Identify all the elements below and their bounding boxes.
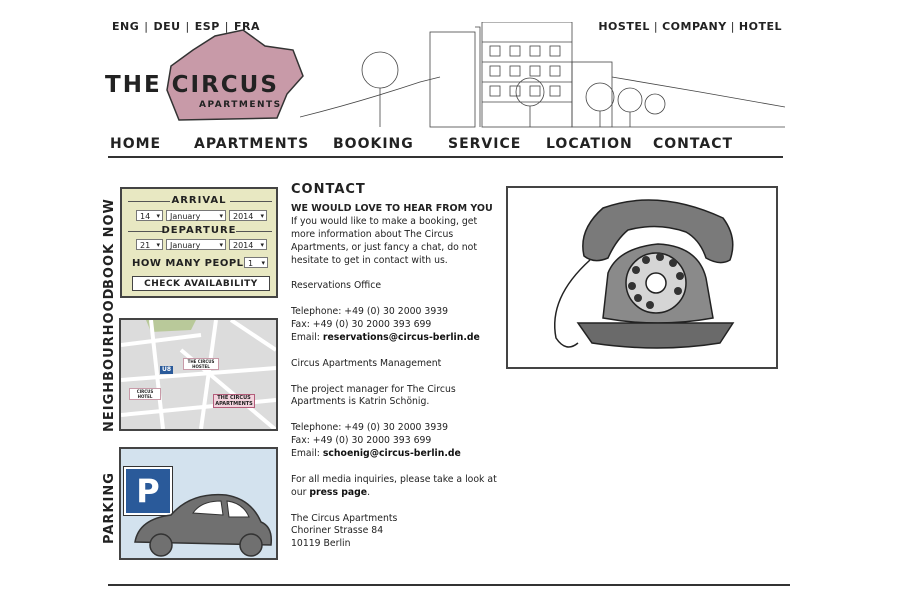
nav-contact[interactable]: CONTACT (653, 136, 734, 152)
car-icon (134, 493, 273, 557)
site-link-hotel[interactable]: HOTEL (738, 20, 782, 33)
media-text-end: . (367, 486, 371, 498)
arrival-month-select[interactable]: January (166, 210, 226, 222)
telephone-illustration (506, 186, 778, 369)
lang-eng[interactable]: ENG (112, 20, 140, 33)
contact-intro: If you would like to make a booking, get… (291, 215, 478, 266)
telephone-icon (554, 199, 735, 349)
map-label-hotel: CIRCUS HOTEL (129, 388, 161, 400)
footer-divider (108, 584, 790, 586)
nav-home[interactable]: HOME (110, 136, 162, 152)
management-email-line: Email: schoenig@circus-berlin.de (291, 448, 501, 461)
logo-apartments: APARTMENTS (199, 100, 282, 110)
press-page-link[interactable]: press page (309, 486, 368, 498)
media-text: For all media inquiries, please take a l… (291, 474, 501, 500)
management-heading: Circus Apartments Management (291, 357, 442, 369)
nav-booking[interactable]: BOOKING (333, 136, 414, 152)
ubahn-icon: U8 (160, 366, 174, 374)
address-street: Choriner Strasse 84 (291, 525, 384, 537)
page-title: CONTACT (291, 182, 366, 197)
lang-esp[interactable]: ESP (194, 20, 220, 33)
language-switcher: ENG|DEU|ESP|FRA (112, 20, 260, 33)
departure-day-select[interactable]: 21 (136, 239, 163, 251)
email-label: Email: (291, 448, 323, 460)
departure-year-select[interactable]: 2014 (229, 239, 267, 251)
neighbourhood-label: NEIGHBOURHOOD (102, 287, 117, 432)
parking-label: PARKING (102, 472, 117, 544)
management-fax: Fax: +49 (0) 30 2000 393 699 (291, 435, 432, 447)
address-name: The Circus Apartments (291, 512, 398, 524)
map-label-hostel: THE CIRCUS HOSTEL (183, 358, 219, 370)
skyline-illustration (300, 22, 785, 128)
email-label: Email: (291, 331, 323, 343)
management-phone: Telephone: +49 (0) 30 2000 3939 (291, 422, 449, 434)
media-text-body: For all media inquiries, please take a l… (291, 473, 497, 498)
site-link-company[interactable]: COMPANY (662, 20, 727, 33)
booking-widget: ARRIVAL 14 January 2014 DEPARTURE 21 Jan… (120, 187, 278, 298)
lang-deu[interactable]: DEU (153, 20, 181, 33)
departure-month-select[interactable]: January (166, 239, 226, 251)
neighbourhood-map[interactable]: THE CIRCUS HOSTEL CIRCUS HOTEL THE CIRCU… (119, 318, 278, 431)
nav-location[interactable]: LOCATION (546, 136, 633, 152)
parking-sign-icon: P (123, 466, 173, 516)
arrival-day-select[interactable]: 14 (136, 210, 163, 222)
nav-service[interactable]: SERVICE (448, 136, 522, 152)
parking-info[interactable]: P (119, 447, 278, 560)
site-links: HOSTEL|COMPANY|HOTEL (598, 20, 782, 33)
check-availability-button[interactable]: CHECK AVAILABILITY (132, 276, 270, 291)
arrival-year-select[interactable]: 2014 (229, 210, 267, 222)
address-city: 10119 Berlin (291, 538, 351, 550)
nav-divider (108, 156, 783, 158)
management-text: The project manager for The Circus Apart… (291, 383, 456, 408)
people-label: HOW MANY PEOPLE? (132, 258, 258, 269)
reservations-fax: Fax: +49 (0) 30 2000 393 699 (291, 319, 432, 331)
lang-fra[interactable]: FRA (233, 20, 260, 33)
people-select[interactable]: 1 (244, 257, 268, 269)
nav-apartments[interactable]: APARTMENTS (194, 136, 310, 152)
logo-badge (166, 29, 304, 121)
logo[interactable]: THE CIRCUS APARTMENTS (105, 28, 305, 126)
site-link-hostel[interactable]: HOSTEL (598, 20, 650, 33)
reservations-heading: Reservations Office (291, 280, 382, 292)
book-now-label: BOOK NOW (102, 198, 117, 289)
management-email-link[interactable]: schoenig@circus-berlin.de (322, 448, 461, 460)
reservations-email-link[interactable]: reservations@circus-berlin.de (322, 331, 480, 343)
logo-the: THE CIRCUS (105, 72, 279, 98)
arrival-label: ARRIVAL (171, 195, 227, 206)
departure-label: DEPARTURE (161, 225, 237, 236)
contact-subtitle: WE WOULD LOVE TO HEAR FROM YOU (291, 202, 493, 214)
reservations-phone: Telephone: +49 (0) 30 2000 3939 (291, 306, 449, 318)
map-label-apartments: THE CIRCUS APARTMENTS (213, 394, 255, 408)
reservations-email-line: Email: reservations@circus-berlin.de (291, 332, 501, 345)
map-streets (121, 320, 276, 429)
contact-content: CONTACT WE WOULD LOVE TO HEAR FROM YOU I… (291, 182, 501, 551)
